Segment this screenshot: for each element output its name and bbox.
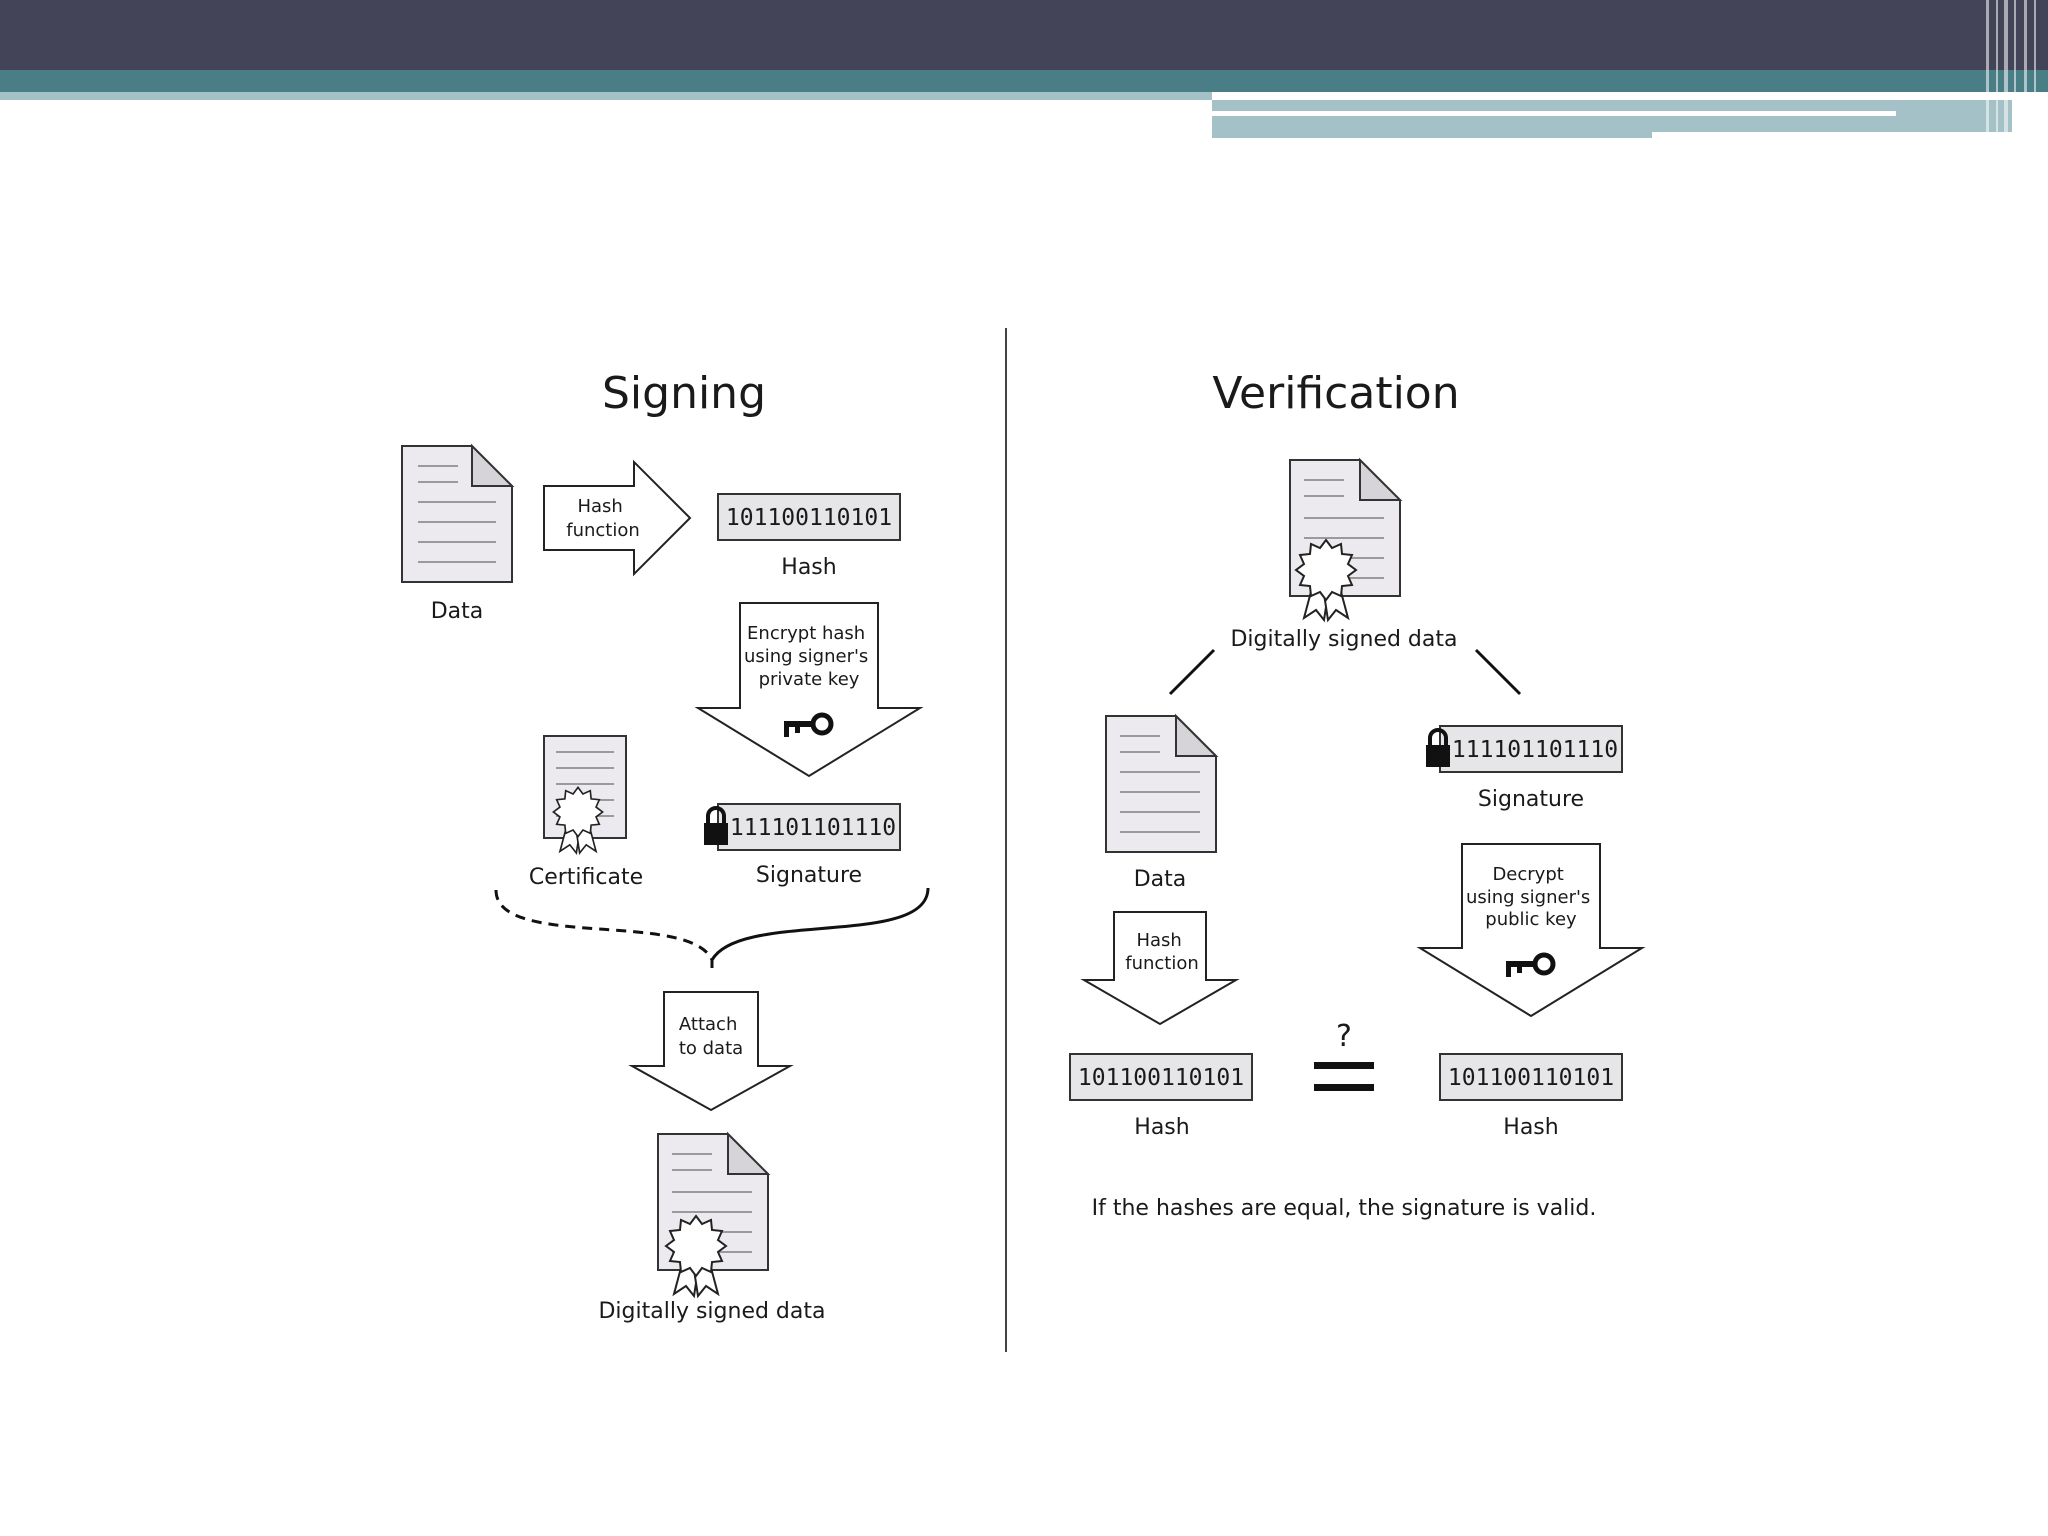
verification-signed-document-icon — [1289, 457, 1403, 621]
verification-section: Verification Digitally signed data — [1069, 368, 1646, 1221]
signing-data-label: Data — [431, 599, 484, 624]
verification-data-document-icon — [1105, 713, 1219, 853]
header-bars — [0, 0, 2048, 138]
split-line-right — [1474, 648, 1522, 696]
compare-question-mark: ? — [1336, 1019, 1352, 1054]
verification-data-label: Data — [1134, 867, 1187, 892]
attach-arrow — [628, 991, 794, 1112]
verification-hash-label-left: Hash — [1134, 1115, 1189, 1140]
certificate-brace-dashed — [494, 889, 714, 972]
header-white-notch — [1652, 132, 2012, 138]
signing-result-label: Digitally signed data — [598, 1299, 825, 1324]
verification-signature-value: 111101101110 — [1452, 737, 1618, 763]
signing-hash-function-label: Hash function — [566, 496, 640, 541]
certificate-label: Certificate — [529, 865, 643, 890]
data-document-icon — [401, 443, 515, 583]
header-dark-bar — [0, 0, 2048, 70]
verification-hash-function-arrow — [1080, 911, 1240, 1026]
attach-label: Attach to data — [679, 1014, 743, 1059]
header-light-bar-right — [1212, 100, 2012, 138]
signing-lock-icon — [702, 806, 730, 847]
verification-signed-data-label: Digitally signed data — [1230, 627, 1457, 652]
signing-section: Signing Data Hash function 101100110101 … — [401, 368, 930, 1324]
verification-signature-label: Signature — [1478, 787, 1584, 812]
header-light-bar-left — [0, 92, 1212, 100]
signature-brace-solid — [710, 887, 930, 961]
hash-function-arrow — [543, 459, 692, 577]
signing-signature-label: Signature — [756, 863, 862, 888]
verification-lock-icon — [1424, 728, 1452, 769]
verification-hash-value-left: 101100110101 — [1078, 1065, 1244, 1091]
signing-hash-value: 101100110101 — [726, 505, 892, 531]
header-right-stripes — [1986, 0, 2036, 138]
split-line-left — [1168, 648, 1216, 696]
certificate-icon — [543, 735, 627, 854]
verification-title: Verification — [1212, 368, 1459, 419]
signing-title: Signing — [602, 368, 766, 419]
signing-hash-label: Hash — [781, 555, 836, 580]
verification-hash-label-right: Hash — [1503, 1115, 1558, 1140]
signing-signature-value: 111101101110 — [730, 815, 896, 841]
verification-hash-value-right: 101100110101 — [1448, 1065, 1614, 1091]
header-teal-bar — [0, 70, 2048, 92]
verification-note: If the hashes are equal, the signature i… — [1092, 1196, 1597, 1221]
encrypt-label: Encrypt hash using signer's private key — [744, 623, 874, 690]
verification-hash-box-right — [1439, 1053, 1623, 1101]
signed-document-icon — [657, 1131, 771, 1297]
encrypt-arrow — [694, 602, 924, 778]
signing-hash-box — [717, 493, 901, 541]
verification-hash-box-left — [1069, 1053, 1253, 1101]
header-white-line — [1212, 111, 1896, 116]
equals-icon — [1314, 1062, 1374, 1091]
decrypt-arrow — [1416, 843, 1646, 1018]
verification-hash-function-label: Hash function — [1125, 930, 1199, 974]
decrypt-label: Decrypt using signer's public key — [1466, 864, 1596, 930]
